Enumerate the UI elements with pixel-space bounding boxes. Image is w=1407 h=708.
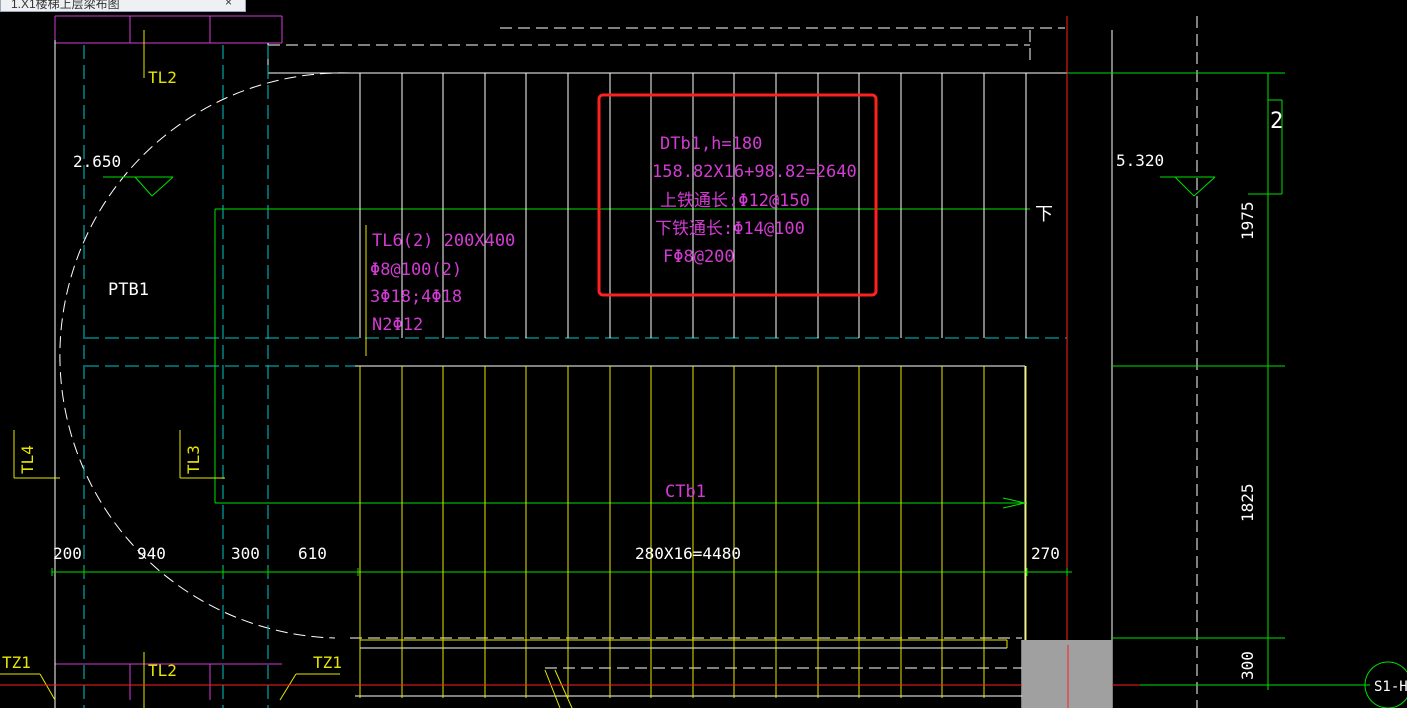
annotation-line-2: 158.82X16+98.82=2640	[652, 162, 857, 182]
magenta-lines	[54, 15, 283, 700]
dim-610: 610	[298, 544, 327, 563]
label-tz1-left: TZ1	[2, 653, 31, 672]
column-block	[1022, 640, 1112, 708]
beam-tl6-label[interactable]: TL6(2) 200X400 Φ8@100(2) 3Φ18;4Φ18 N2Φ12	[370, 231, 515, 335]
yellow-lines	[0, 30, 1008, 708]
annotation-line-5: FΦ8@200	[663, 247, 735, 267]
white-lines	[54, 30, 1113, 708]
annotation-line-1: DTb1,h=180	[660, 134, 762, 154]
label-tl2-bottom: TL2	[148, 661, 177, 680]
annotation-block[interactable]: DTb1,h=180 158.82X16+98.82=2640 上铁通长:Φ12…	[652, 134, 857, 267]
beam-tl6-line-2: Φ8@100(2)	[370, 260, 462, 280]
highlight-box	[597, 93, 878, 297]
tab-title: 1.X1楼梯上层梁布图	[11, 0, 120, 11]
drawing-tab[interactable]: 1.X1楼梯上层梁布图 ×	[0, 0, 246, 12]
white-dashed-lines	[59, 16, 1198, 708]
label-ctb1: CTb1	[665, 482, 706, 502]
dim-300-vertical: 300	[1238, 651, 1257, 680]
label-tl2-top: TL2	[148, 68, 177, 87]
dim-200: 200	[53, 544, 82, 563]
axis-bubble[interactable]	[1364, 661, 1407, 708]
section-number: 2	[1270, 109, 1283, 134]
beam-tl6-line-1: TL6(2) 200X400	[372, 231, 515, 251]
tab-bar: 1.X1楼梯上层梁布图 ×	[0, 0, 1407, 13]
dim-stair-run: 280X16=4480	[635, 544, 741, 563]
white-labels: PTB1 下 2.650 5.320 2 S1-H	[73, 109, 1407, 695]
green-lines	[52, 72, 1370, 690]
cyan-dashed-lines	[83, 45, 1067, 708]
ctb1-arrow	[1002, 497, 1026, 509]
axis-bubble-label: S1-H	[1374, 679, 1407, 695]
yellow-labels: TL2 TL2 TZ1 TZ1 TL4 TL3	[2, 68, 342, 680]
annotation-line-4: 下铁通长:Φ14@100	[655, 219, 805, 239]
elevation-left: 2.650	[73, 152, 121, 171]
dim-1825: 1825	[1238, 483, 1257, 522]
dim-270: 270	[1031, 544, 1060, 563]
label-tl4: TL4	[18, 445, 37, 474]
dim-1975: 1975	[1238, 201, 1257, 240]
label-tz1-right: TZ1	[313, 653, 342, 672]
annotation-line-3: 上铁通长:Φ12@150	[660, 191, 810, 211]
beam-tl6-line-3: 3Φ18;4Φ18	[370, 287, 462, 307]
label-tl3: TL3	[184, 445, 203, 474]
elevation-right: 5.320	[1116, 151, 1164, 170]
close-icon[interactable]: ×	[225, 0, 233, 9]
vertical-dimensions: 1975 1825 300	[1238, 201, 1257, 680]
horizontal-dimensions: 200 940 300 610 280X16=4480 270	[53, 544, 1060, 563]
beam-tl6-line-4: N2Φ12	[372, 315, 423, 335]
label-down: 下	[1035, 204, 1053, 225]
dim-300: 300	[231, 544, 260, 563]
label-ptb1: PTB1	[108, 280, 149, 300]
stair-treads	[359, 366, 1027, 698]
red-lines	[0, 16, 1140, 708]
dimension-ticks	[51, 72, 1272, 686]
dim-940: 940	[137, 544, 166, 563]
